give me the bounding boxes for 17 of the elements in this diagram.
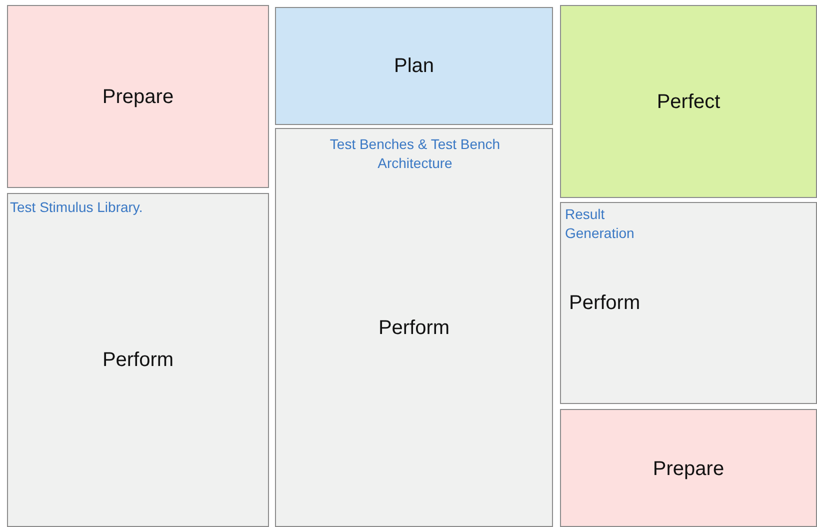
panel-title: Plan — [394, 55, 434, 78]
panel-title: Prepare — [102, 86, 174, 109]
panel-title: Perform — [102, 349, 174, 372]
panel-heading: Test Benches & Test Bench Architecture — [328, 135, 502, 173]
panel-title: Prepare — [652, 458, 724, 481]
panel-title: Perform — [569, 292, 640, 315]
panel-heading: Test Stimulus Library. — [10, 198, 144, 217]
panel-title: Perform — [378, 317, 450, 340]
panel-title: Perfect — [656, 91, 720, 114]
panel-heading: Result Generation — [565, 205, 636, 243]
category-panel — [275, 128, 553, 527]
category-panel — [275, 7, 553, 125]
category-panel — [560, 202, 817, 404]
category-panel — [7, 193, 269, 527]
category-panel — [560, 409, 817, 527]
category-panel — [560, 5, 817, 198]
category-panel — [7, 5, 269, 188]
